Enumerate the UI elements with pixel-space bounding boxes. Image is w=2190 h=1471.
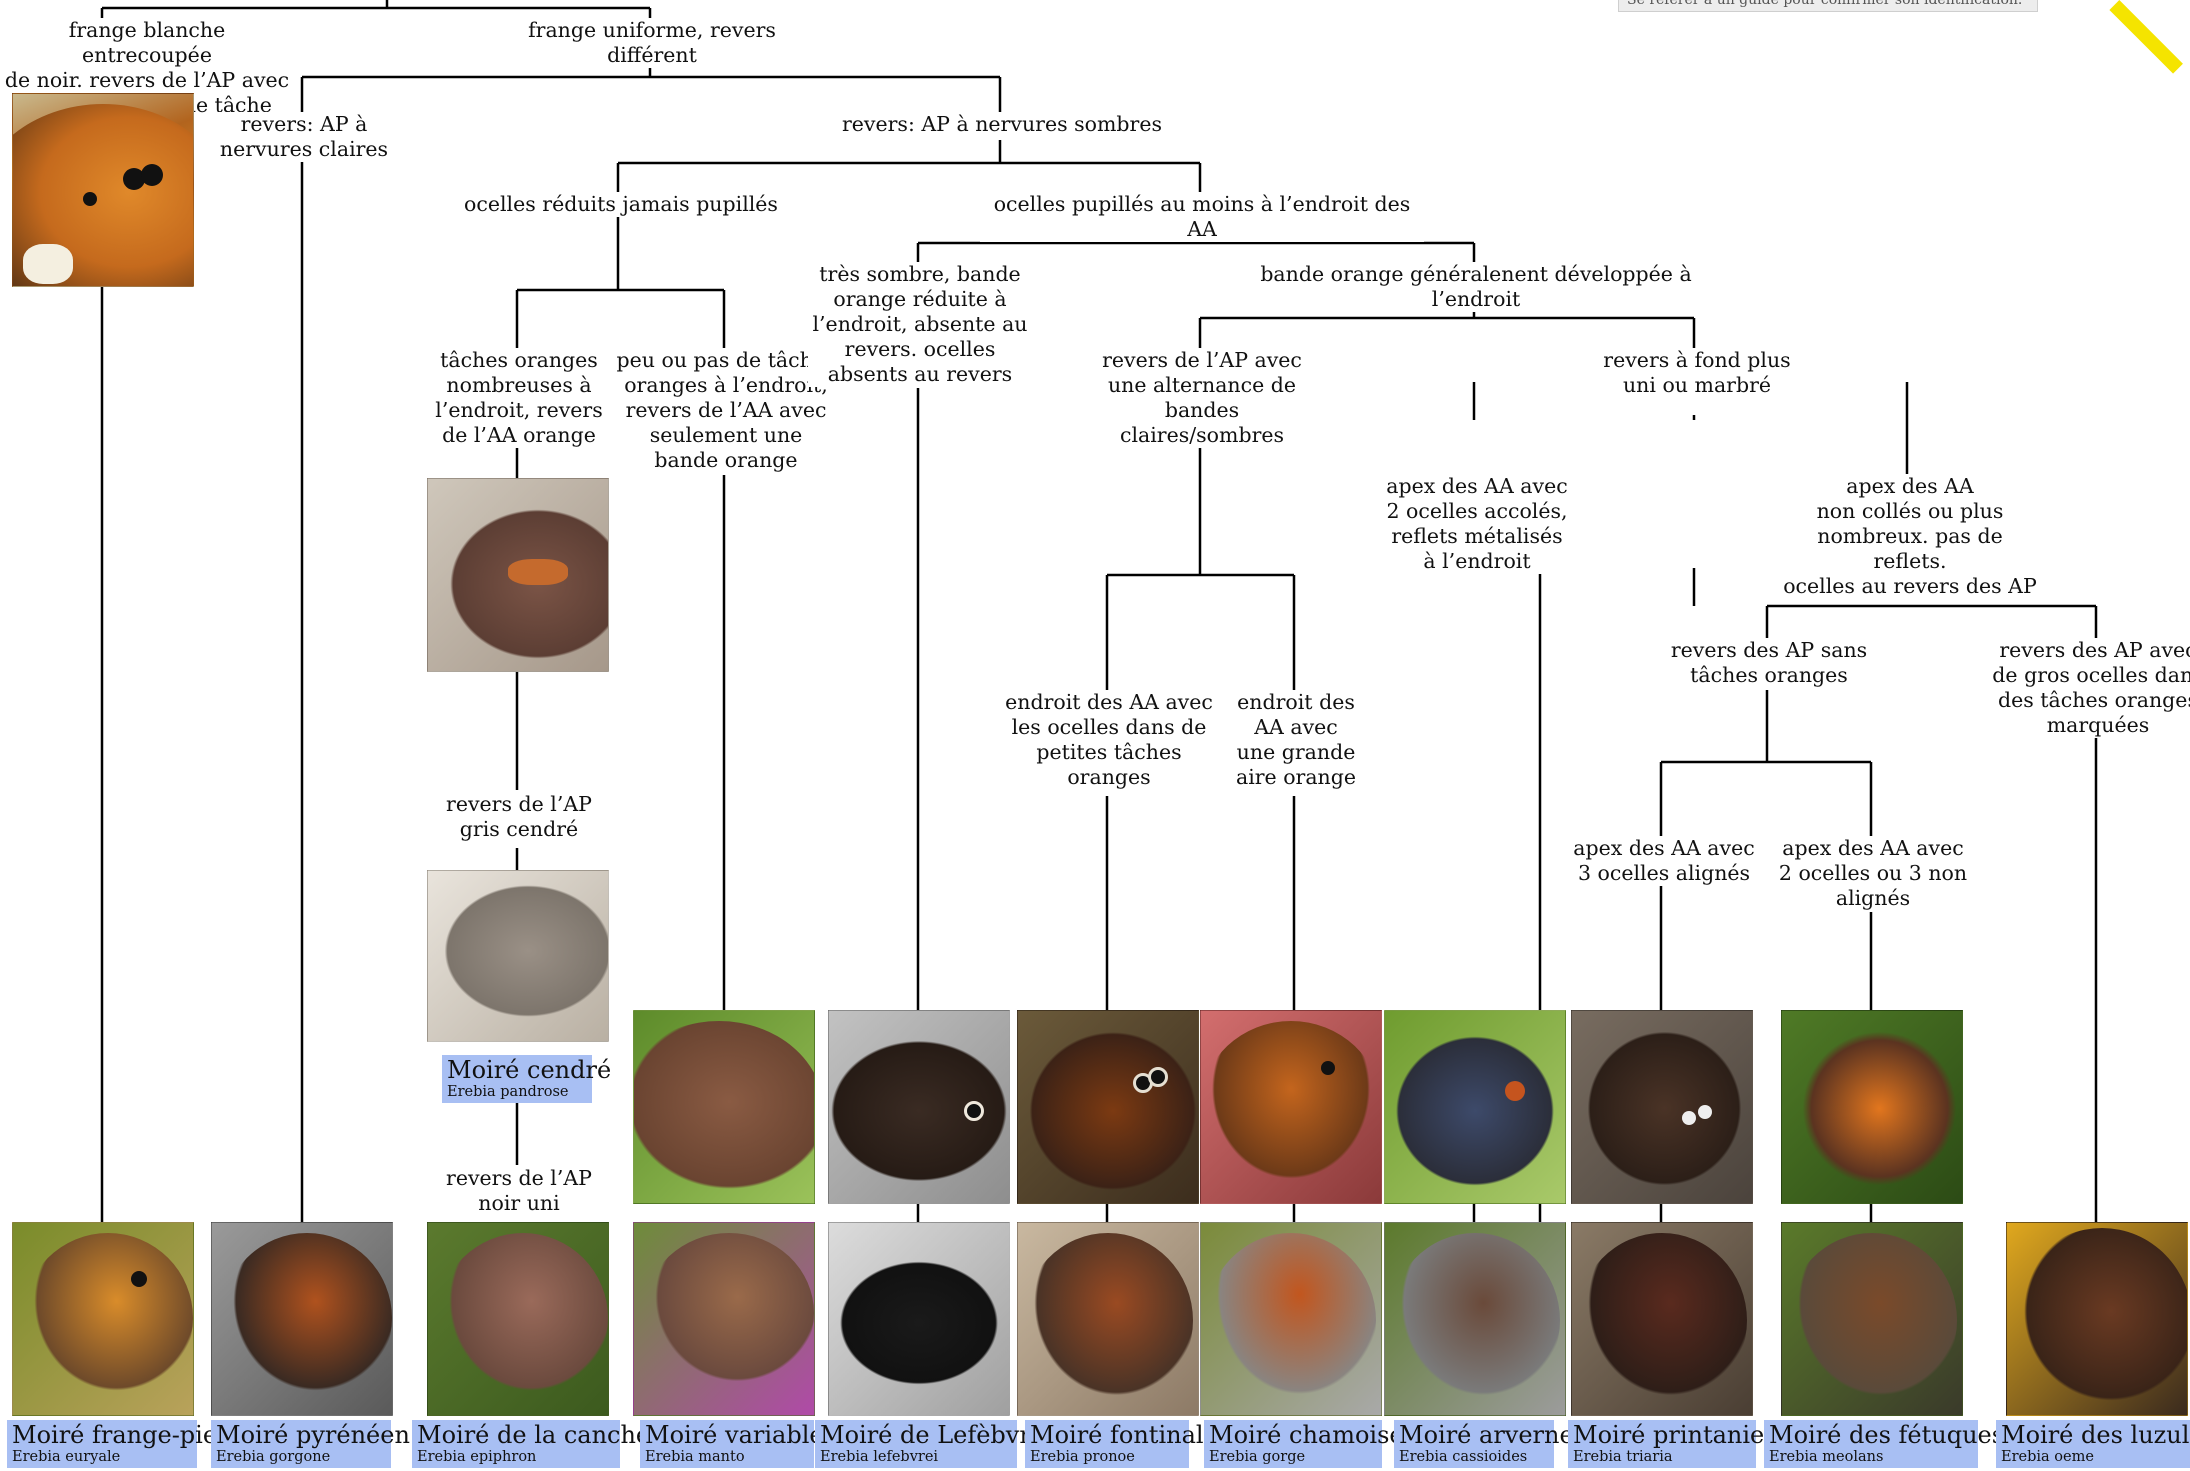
photo-bottom-meolans	[1781, 1222, 1963, 1416]
species-label-chamoise: Moiré chamoisé Erebia gorge	[1204, 1420, 1404, 1468]
photo-upper-triaria	[1571, 1010, 1753, 1204]
node-gros-ocelles: revers des AP avec de gros ocelles dans …	[1990, 638, 2190, 738]
photo-upper-lefebvrei	[828, 1010, 1010, 1204]
node-gris-cendre: revers de l’AP gris cendré	[427, 792, 611, 842]
species-label-fetuques: Moiré des fétuques Erebia meolans	[1764, 1420, 2004, 1468]
node-tres-sombre: très sombre, bande orange réduite à l’en…	[808, 262, 1032, 387]
photo-bottom-cassioides	[1384, 1222, 1566, 1416]
node-frange-uniforme: frange uniforme, revers différent	[480, 18, 824, 68]
node-2-ou-3-non-alignes: apex des AA avec 2 ocelles ou 3 non alig…	[1770, 836, 1976, 911]
wing-photo-frange-blanche	[12, 93, 194, 287]
species-label-pyreneen: Moiré pyrénéen Erebia gorgone	[211, 1420, 410, 1468]
photo-bottom-gorge	[1200, 1222, 1382, 1416]
node-bande-orange: bande orange généralenent développée à l…	[1228, 262, 1724, 312]
photo-bottom-epiphron	[427, 1222, 609, 1416]
node-apex-non-colles: apex des AA non collés ou plus nombreux.…	[1776, 474, 2044, 599]
node-taches-nombreuses: tâches oranges nombreuses à l’endroit, r…	[427, 348, 611, 448]
node-grande-aire: endroit des AA avec une grande aire oran…	[1232, 690, 1360, 790]
photo-bottom-euryale	[12, 1222, 194, 1416]
photo-mid-orange-spots	[427, 478, 609, 672]
photo-upper-gorge	[1200, 1010, 1382, 1204]
photo-upper-manto	[633, 1010, 815, 1204]
node-revers-nervures-sombres: revers: AP à nervures sombres	[830, 112, 1174, 137]
species-label-luzules: Moiré des luzules Erebia oeme	[1996, 1420, 2190, 1468]
species-label-moire-cendre: Moiré cendré Erebia pandrose	[442, 1055, 611, 1103]
photo-bottom-manto	[633, 1222, 815, 1416]
species-label-arverne: Moiré arverne Erebia cassioides	[1394, 1420, 1574, 1468]
node-ocelles-pupilles: ocelles pupillés au moins à l’endroit de…	[980, 192, 1424, 242]
node-revers-nervures-claires: revers: AP à nervures claires	[212, 112, 396, 162]
node-fond-uni: revers à fond plus uni ou marbré	[1590, 348, 1804, 398]
node-noir-uni: revers de l’AP noir uni	[427, 1166, 611, 1216]
node-peu-taches: peu ou pas de tâches oranges à l’endroit…	[614, 348, 838, 473]
photo-upper-pronoe	[1017, 1010, 1199, 1204]
node-apex-accoles: apex des AA avec 2 ocelles accolés, refl…	[1372, 474, 1582, 574]
species-label-variable: Moiré variable Erebia manto	[640, 1420, 824, 1468]
photo-upper-cassioides	[1384, 1010, 1566, 1204]
corner-marker	[2109, 0, 2190, 74]
species-label-lefebvre: Moiré de Lefèbvre Erebia lefebvrei	[815, 1420, 1045, 1468]
photo-bottom-gorgone	[211, 1222, 393, 1416]
node-alternance-bandes: revers de l’AP avec une alternance de ba…	[1078, 348, 1326, 448]
photo-bottom-triaria	[1571, 1222, 1753, 1416]
species-label-printanier: Moiré printanier Erebia triaria	[1568, 1420, 1776, 1468]
photo-bottom-pronoe	[1017, 1222, 1199, 1416]
node-3-ocelles-alignes: apex des AA avec 3 ocelles alignés	[1562, 836, 1766, 886]
photo-bottom-lefebvrei	[828, 1222, 1010, 1416]
node-ocelles-reduits: ocelles réduits jamais pupillés	[460, 192, 782, 217]
photo-upper-meolans	[1781, 1010, 1963, 1204]
photo-mid-gris-cendre	[427, 870, 609, 1042]
species-label-canche: Moiré de la canche Erebia epiphron	[412, 1420, 650, 1468]
photo-bottom-oeme	[2006, 1222, 2188, 1416]
identification-note: Se référer à un guide pour confirmer son…	[1618, 0, 2038, 12]
species-label-frange-pie: Moiré frange-pie Erebia euryale	[7, 1420, 217, 1468]
node-petites-taches: endroit des AA avec les ocelles dans de …	[996, 690, 1222, 790]
species-label-fontinal: Moiré fontinal Erebia pronoe	[1025, 1420, 1204, 1468]
node-revers-sans-taches: revers des AP sans tâches oranges	[1660, 638, 1878, 688]
